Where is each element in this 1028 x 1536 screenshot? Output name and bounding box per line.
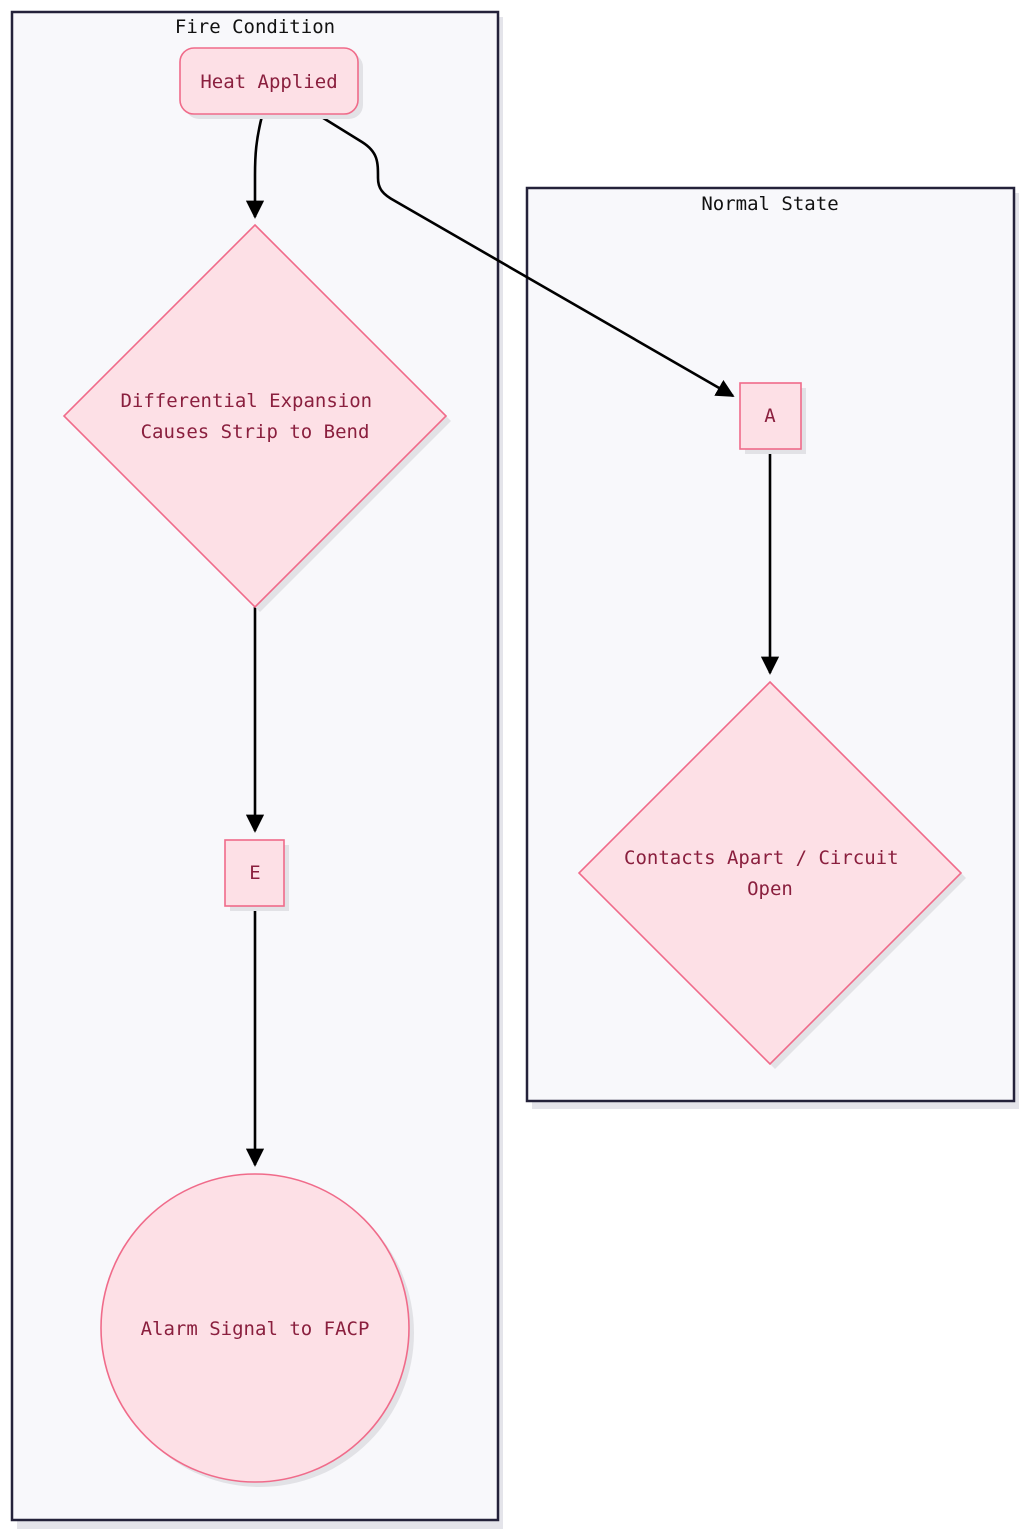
cluster-fire-title: Fire Condition: [175, 16, 335, 38]
node-differential-expansion-line1: Differential Expansion: [120, 390, 372, 412]
node-differential-expansion: Differential Expansion Causes Strip to B…: [62, 223, 451, 612]
node-differential-expansion-label: Differential Expansion Causes Strip to B…: [120, 390, 383, 443]
node-contacts-apart-line1: Contacts Apart / Circuit: [624, 847, 899, 869]
node-contacts-apart-shape: [577, 680, 963, 1066]
node-a-label: A: [764, 405, 776, 427]
node-a-shape: [739, 382, 802, 450]
node-differential-expansion-shape: [62, 223, 448, 609]
node-contacts-apart: Contacts Apart / Circuit Open: [577, 680, 966, 1069]
node-contacts-apart-line2: Open: [747, 878, 793, 900]
node-alarm-signal-shape: [100, 1173, 410, 1483]
node-alarm-signal: Alarm Signal to FACP: [100, 1173, 414, 1487]
edges: [245, 114, 780, 1167]
node-contacts-apart-label: Contacts Apart / Circuit Open: [624, 847, 910, 900]
node-e-shape: [224, 839, 285, 907]
node-e: E: [224, 839, 289, 911]
node-heat-applied-shape: [179, 47, 359, 115]
node-differential-expansion-line2: Causes Strip to Bend: [141, 421, 370, 443]
edge-heat-to-diff: [245, 115, 265, 219]
node-e-label: E: [249, 862, 260, 884]
edge-heat-to-a: [319, 114, 735, 398]
cluster-normal-title: Normal State: [701, 193, 838, 215]
node-heat-applied: Heat Applied: [179, 47, 363, 119]
node-heat-applied-label: Heat Applied: [200, 71, 337, 93]
node-alarm-signal-label: Alarm Signal to FACP: [141, 1318, 370, 1340]
node-a: A: [739, 382, 806, 454]
